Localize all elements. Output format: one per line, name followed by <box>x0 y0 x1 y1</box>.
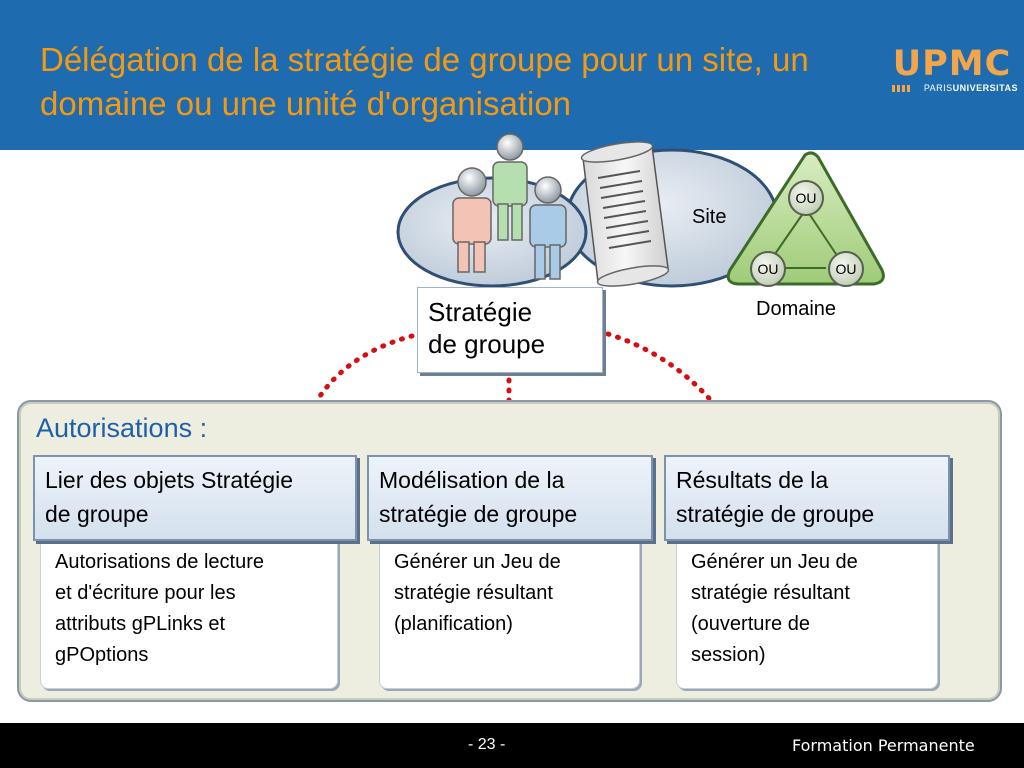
group-policy-box: Stratégie de groupe <box>417 287 603 373</box>
desc-box-results: Générer un Jeu de stratégie résultant (o… <box>676 541 938 689</box>
perm-header-results: Résultats de la stratégie de groupe <box>664 455 950 541</box>
perm-header-link: Lier des objets Stratégie de groupe <box>33 455 357 541</box>
perm-line1: Résultats de la <box>676 467 829 493</box>
logo-bars-icon <box>892 85 912 92</box>
desc-line: (planification) <box>394 613 513 635</box>
desc-line: Autorisations de lecture <box>55 551 265 573</box>
slide-header <box>0 0 1024 150</box>
logo-sub-a: PARIS <box>923 83 953 93</box>
footer-text: Formation Permanente <box>792 736 975 755</box>
ou-node-right: OU <box>828 251 864 287</box>
desc-line: attributs gPLinks et <box>55 613 226 635</box>
ou-connectors <box>774 211 837 269</box>
perm-line1: Modélisation de la <box>379 467 565 493</box>
desc-line: gPOptions <box>55 644 149 666</box>
strategy-line2: de groupe <box>428 329 546 359</box>
logo-subtitle: PARISUNIVERSITAS <box>886 82 1018 94</box>
perm-line2: stratégie de groupe <box>379 501 578 527</box>
people-group-icon <box>452 133 567 280</box>
logo-wordmark: UPMC <box>892 44 1012 84</box>
ou-node-left: OU <box>750 251 786 287</box>
perm-line2: de groupe <box>45 501 149 527</box>
upmc-logo: UPMC PARISUNIVERSITAS <box>886 44 1018 98</box>
domain-label: Domaine <box>756 298 837 320</box>
desc-box-modeling: Générer un Jeu de stratégie résultant (p… <box>379 541 640 689</box>
desc-line: stratégie résultant <box>691 582 850 604</box>
policy-scroll-icon <box>580 141 670 287</box>
perm-header-modeling: Modélisation de la stratégie de groupe <box>367 455 653 541</box>
panel-title: Autorisations : <box>36 413 208 443</box>
strategy-line1: Stratégie <box>428 297 533 327</box>
logo-sub-b: UNIVERSITAS <box>952 83 1018 93</box>
desc-line: stratégie résultant <box>394 582 553 604</box>
desc-line: Générer un Jeu de <box>394 551 561 573</box>
ou-node-top: OU <box>788 180 824 216</box>
desc-line: session) <box>691 644 766 666</box>
perm-line2: stratégie de groupe <box>676 501 875 527</box>
desc-line: (ouverture de <box>691 613 810 635</box>
desc-box-link: Autorisations de lecture et d'écriture p… <box>40 541 338 689</box>
page-number: - 23 - <box>468 736 506 753</box>
desc-line: Générer un Jeu de <box>691 551 858 573</box>
site-label: Site <box>692 206 727 228</box>
perm-line1: Lier des objets Stratégie <box>45 467 294 493</box>
desc-line: et d'écriture pour les <box>55 582 236 604</box>
slide-footer <box>0 723 1024 768</box>
slide-title: Délégation de la stratégie de groupe pou… <box>40 41 809 122</box>
